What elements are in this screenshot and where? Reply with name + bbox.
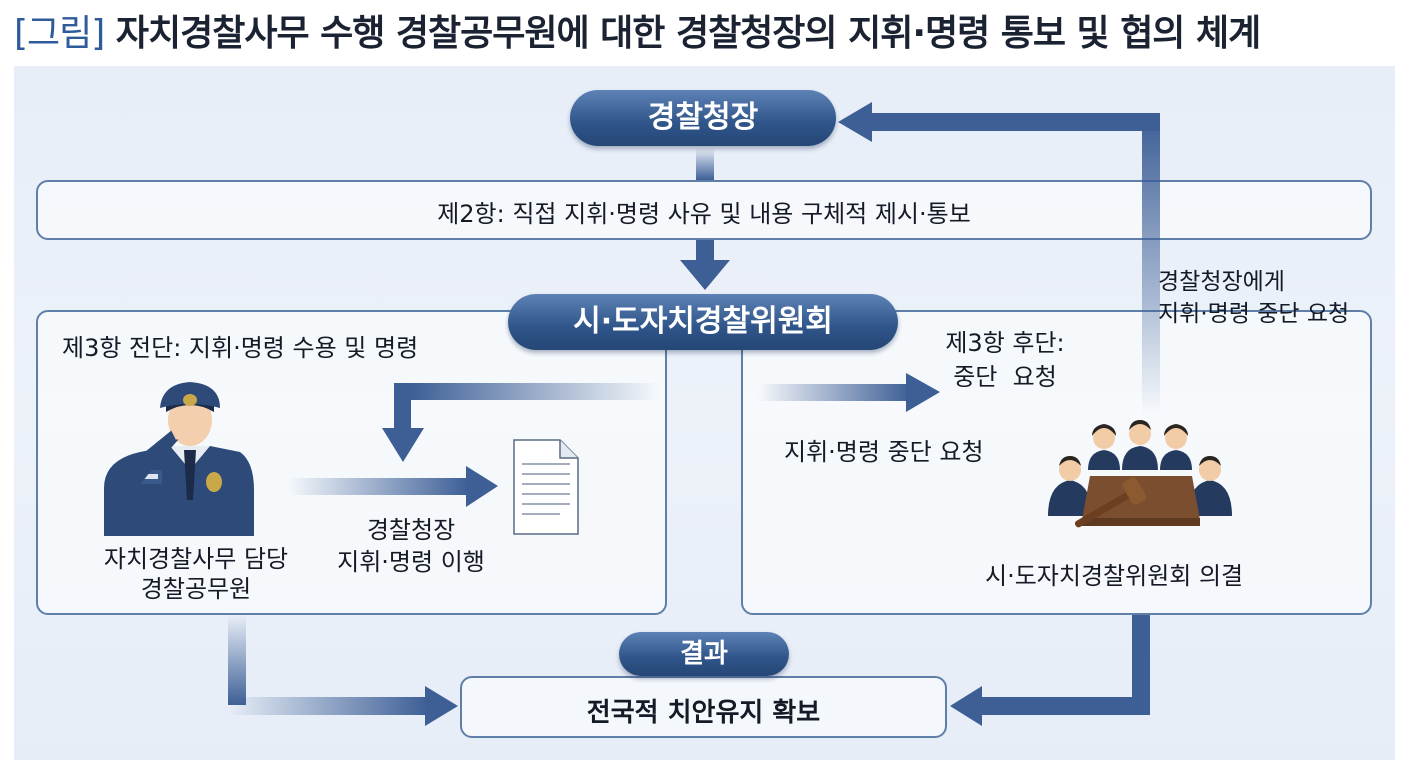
right-header-line1: 제3항 후단: bbox=[945, 329, 1065, 357]
left-section-header: 제3항 전단: 지휘·명령 수용 및 명령 bbox=[62, 334, 419, 362]
feedback-label-line2: 지휘·명령 중단 요청 bbox=[1158, 301, 1350, 327]
right-section-header: 제3항 후단: 중단 요청 bbox=[920, 326, 1090, 394]
resolution-label: 시·도자치경찰위원회 의결 bbox=[985, 562, 1244, 590]
police-officer-icon bbox=[104, 382, 254, 536]
feedback-label-line1: 경찰청장에게 bbox=[1158, 269, 1285, 295]
arrow-committee-to-left bbox=[382, 383, 660, 462]
officer-label-line1: 자치경찰사무 담당 bbox=[103, 545, 289, 573]
result-box bbox=[460, 676, 947, 738]
arrow-officer-to-result bbox=[228, 615, 458, 726]
arrow-officer-to-document bbox=[288, 466, 498, 507]
figure-tag: [그림] bbox=[14, 13, 105, 54]
right-section-box bbox=[741, 310, 1372, 615]
right-header-line2: 중단 요청 bbox=[953, 363, 1057, 391]
arrow-feedback-to-commissioner bbox=[838, 102, 1160, 415]
perform-label: 경찰청장 지휘·명령 이행 bbox=[316, 514, 506, 578]
paragraph2-text: 제2항: 직접 지휘·명령 사유 및 내용 구체적 제시·통보 bbox=[437, 200, 971, 228]
result-label: 결과 bbox=[619, 632, 789, 676]
perform-label-line1: 경찰청장 bbox=[366, 516, 456, 544]
officer-label: 자치경찰사무 담당 경찰공무원 bbox=[76, 544, 316, 604]
officer-label-line2: 경찰공무원 bbox=[140, 575, 252, 603]
perform-label-line2: 지휘·명령 이행 bbox=[337, 548, 485, 576]
figure-title-text: 자치경찰사무 수행 경찰공무원에 대한 경찰청장의 지휘·명령 통보 및 협의 … bbox=[115, 13, 1261, 54]
arrow-resolution-to-result bbox=[950, 615, 1150, 726]
commissioner-node: 경찰청장 bbox=[570, 90, 836, 146]
stop-request-label: 지휘·명령 중단 요청 bbox=[784, 438, 984, 466]
committee-node: 시·도자치경찰위원회 bbox=[508, 294, 898, 350]
document-icon bbox=[513, 439, 579, 535]
arrow-commissioner-to-paragraph2 bbox=[696, 148, 714, 180]
feedback-label: 경찰청장에게 지휘·명령 중단 요청 bbox=[1158, 266, 1349, 330]
committee-meeting-icon bbox=[1048, 420, 1232, 528]
result-text: 전국적 치안유지 확보 bbox=[586, 698, 821, 728]
arrow-paragraph2-to-committee bbox=[680, 240, 730, 290]
arrow-committee-to-stop-request bbox=[758, 373, 940, 412]
figure-title: [그림] 자치경찰사무 수행 경찰공무원에 대한 경찰청장의 지휘·명령 통보 … bbox=[14, 4, 1261, 56]
